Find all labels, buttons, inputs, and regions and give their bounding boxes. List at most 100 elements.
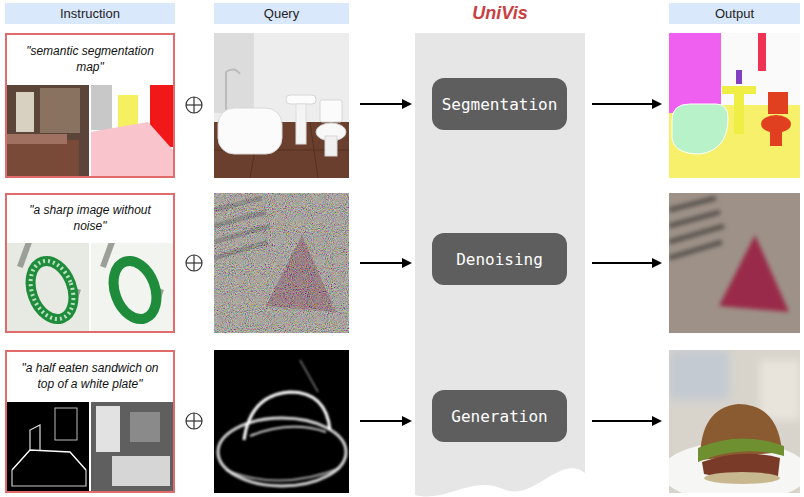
output-generated [760,360,800,420]
query-noisy [214,193,349,333]
example-segmentation [89,85,91,176]
query-edge-map [250,427,326,436]
query-photo [214,33,349,178]
example-edge-map [7,402,90,491]
task-box: Denoising [432,233,567,285]
instruction-text: "a sharp image without noise" [7,195,173,243]
query-photo [214,33,254,113]
example-clean [106,255,164,325]
output-segmentation [770,126,782,146]
example-edge-map [30,425,40,450]
plus-symbol [186,255,202,271]
task-label: Generation [451,407,547,426]
model-band: UniVisSegmentationDenoisingGeneration [415,33,585,497]
query-noisy [214,193,349,333]
instruction-box: "a sharp image without noise" [5,193,175,333]
header-label: Query [264,6,299,21]
example-clean [90,243,173,331]
example-photo [7,134,67,144]
example-noisy [7,238,90,331]
example-edge-map [12,450,86,470]
example-noisy [7,243,90,331]
column-header: Query [214,3,349,24]
band-shape [415,33,585,496]
output-denoised [719,235,789,312]
query-photo [225,72,227,110]
output-segmentation [669,33,800,178]
column-header: Instruction [5,3,175,24]
plus-symbol [186,413,202,429]
example-photo [89,402,91,491]
output-segmentation [722,86,756,94]
query-photo [286,95,316,104]
example-segmentation [90,85,173,176]
query-noisy [214,193,349,333]
example-photo [7,140,79,176]
flow-arrow [360,103,410,105]
flow-arrow [360,262,410,264]
query-edge-map [214,350,349,493]
plus-symbol [186,97,202,113]
task-label: Segmentation [442,95,558,114]
example-photo [40,88,80,133]
example-edge-map [55,408,77,440]
column-header: Output [669,3,800,24]
example-noisy [23,255,81,325]
example-photo [130,412,160,442]
example-segmentation [90,122,173,176]
query-edge-map [218,360,346,486]
output-segmentation [768,92,788,114]
output-segmentation [758,33,766,71]
output-denoised [669,242,722,258]
query-photo [325,136,337,156]
example-segmentation [90,85,173,176]
query-photo [214,33,349,178]
flow-arrow [360,420,410,422]
header-label: Instruction [60,6,120,21]
output-denoised [669,198,724,258]
example-clean [89,243,91,331]
query-edge-map [226,468,340,481]
query-edge-map [218,418,346,486]
task-box: Segmentation [432,78,567,130]
example-noisy [23,255,81,325]
output-generated [669,350,800,493]
task-label: Denoising [456,250,543,269]
instruction-box: "semantic segmentation map" [5,33,175,178]
flow-arrow [592,103,660,105]
instruction-box: "a half eaten sandwich on top of a white… [5,350,175,493]
example-clean [90,238,173,331]
example-edge-map [7,402,90,491]
output-denoised [669,198,716,210]
example-photo [90,402,173,491]
output-segmentation [669,33,800,178]
query-edge-map [244,392,330,440]
output-denoised [669,193,800,333]
output-segmentation [734,94,744,134]
example-photo [112,456,170,486]
output-denoised [669,193,800,333]
model-name: UniVis [385,3,615,24]
header-label: Output [715,6,754,21]
plus-symbol [193,255,194,271]
plus-symbol [193,97,194,113]
example-photo [7,85,90,176]
example-edge-map [12,470,86,486]
output-denoised [669,226,724,242]
example-photo [96,406,120,452]
output-denoised [669,212,720,226]
example-photo [7,85,90,176]
example-photo [90,402,173,491]
query-edge-map [300,360,318,392]
query-edge-map [214,350,349,493]
instruction-text: "a half eaten sandwich on top of a white… [7,352,173,402]
task-box: Generation [432,390,567,442]
query-photo [296,104,306,144]
query-photo [218,108,282,154]
output-generated [704,472,780,484]
flow-arrow [592,262,660,264]
flow-arrow [592,420,660,422]
output-segmentation [736,70,742,84]
plus-symbol [186,97,202,429]
